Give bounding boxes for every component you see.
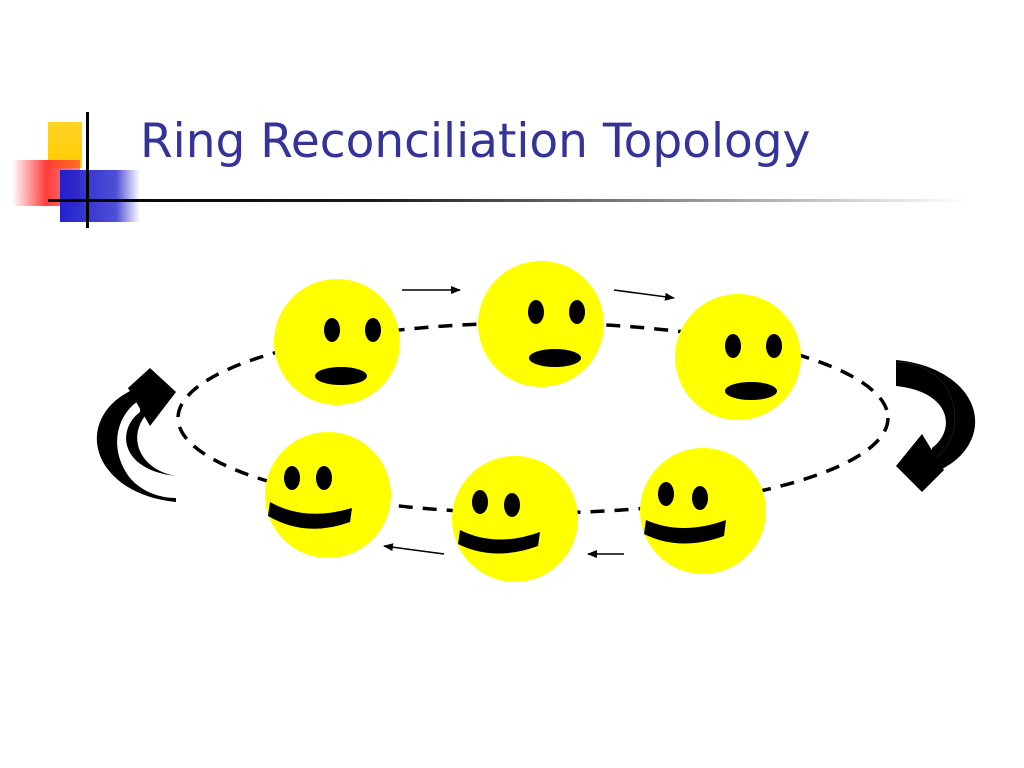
- template-logo-icon: [12, 112, 140, 228]
- curved-arrow-right-icon: [896, 360, 976, 492]
- worried-face-icon: [478, 261, 604, 387]
- arrow-right-icon: [613, 289, 675, 301]
- worried-face-icon: [274, 279, 400, 405]
- title-underline: [48, 199, 968, 202]
- arrow-left-icon: [383, 543, 445, 555]
- happy-face-icon: [452, 456, 578, 582]
- happy-face-icon: [640, 448, 766, 574]
- worried-face-icon: [675, 294, 801, 420]
- happy-face-icon: [265, 432, 391, 558]
- logo-vertical-line: [86, 112, 89, 228]
- slide-title: Ring Reconciliation Topology: [140, 114, 811, 169]
- logo-blue-square: [60, 170, 140, 222]
- curved-arrow-left-icon: [96, 368, 176, 502]
- dashed-ring: [176, 321, 890, 515]
